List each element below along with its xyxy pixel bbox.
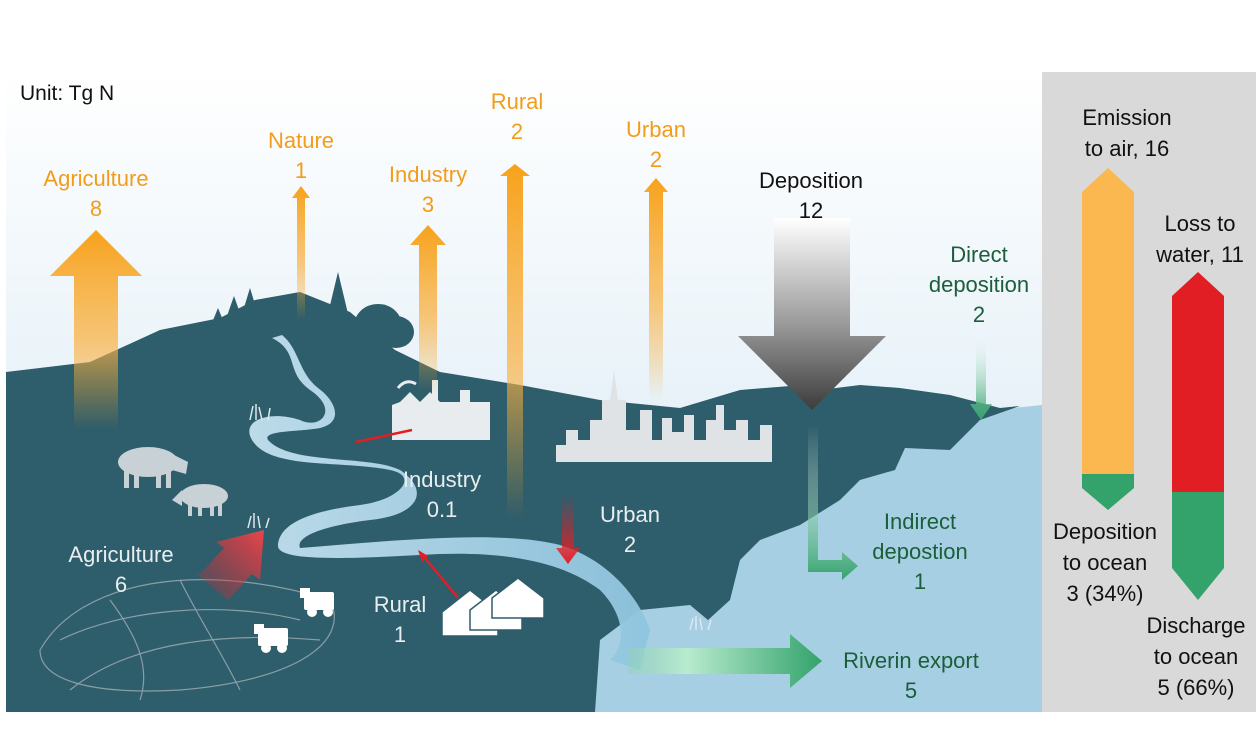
label-text: Indirect [884,509,956,534]
discharge-to-ocean-bar [1172,492,1224,600]
rural-houses-icon [441,577,545,637]
value-text: 3 [422,192,434,217]
label-text: Riverin export [843,648,979,673]
value-text: 2 [973,302,985,327]
direct-deposition-arrow [970,330,992,420]
label-text: Rural [491,89,544,114]
rural-loss-arrowhead [418,550,428,562]
direct-deposition-label: Direct deposition 2 [929,242,1029,327]
agriculture-loss-label: Agriculture 6 [68,542,173,597]
value-text: 12 [799,198,823,223]
label-text: Direct [950,242,1007,267]
value-text: 8 [90,196,102,221]
deposition-ocean-summary-label: Deposition to ocean 3 (34%) [1053,519,1157,606]
urban-emission-label: Urban 2 [626,117,686,172]
label-text: Deposition [759,168,863,193]
ocean [560,405,1042,712]
industry-emission-arrow [410,225,446,392]
label-text: Agriculture [43,166,148,191]
label-text: Deposition [1053,519,1157,544]
agriculture-emission-arrow [50,230,142,430]
deposition-to-ocean-bar [1082,474,1134,510]
rural-loss-label: Rural 1 [374,592,427,647]
rural-emission-arrow [500,164,530,520]
indirect-deposition-label: Indirect depostion 1 [872,509,967,594]
value-text: 1 [394,622,406,647]
value-text: 0.1 [427,497,458,522]
value-text: 1 [914,569,926,594]
nature-emission-arrow [292,186,310,320]
deposition-arrow [738,218,886,410]
value-text: 2 [650,147,662,172]
label-text: Loss to [1165,211,1236,236]
label-text: Rural [374,592,427,617]
industry-loss-arrow [355,428,413,444]
urban-emission-arrow [644,178,668,400]
loss-to-water-bar [1172,272,1224,492]
rural-emission-label: Rural 2 [491,89,544,144]
loss-summary-label: Loss to water, 11 [1155,211,1244,267]
nature-emission-label: Nature 1 [268,128,334,183]
label-text: Nature [268,128,334,153]
deposition-label: Deposition 12 [759,168,863,223]
urban-loss-label: Urban 2 [600,502,660,557]
label-text: Industry [389,162,467,187]
agriculture-emission-label: Agriculture 8 [43,166,148,221]
label-text: Urban [600,502,660,527]
forest-icon [205,272,414,348]
urban-loss-arrow [556,495,580,564]
value-text: 2 [624,532,636,557]
value-text: 3 (34%) [1066,581,1143,606]
industry-loss-label: Industry 0.1 [403,467,481,522]
label-text: Discharge [1146,613,1245,638]
label-text: Industry [403,467,481,492]
value-text: 5 (66%) [1157,675,1234,700]
rural-loss-arrow [419,551,459,599]
label-text: to air, 16 [1085,136,1169,161]
value-text: 1 [295,158,307,183]
label-text: depostion [872,539,967,564]
city-skyline-icon [556,370,772,462]
label-text: Agriculture [68,542,173,567]
label-text: deposition [929,272,1029,297]
discharge-ocean-summary-label: Discharge to ocean 5 (66%) [1146,613,1245,700]
unit-label: Unit: Tg N [20,82,114,105]
emission-summary-label: Emission to air, 16 [1082,105,1171,161]
label-text: water, 11 [1155,242,1244,267]
grass-icon [247,404,712,631]
value-text: 5 [905,678,917,703]
industry-emission-label: Industry 3 [389,162,467,217]
value-text: 6 [115,572,127,597]
label-text: Urban [626,117,686,142]
label-text: to ocean [1154,644,1238,669]
emission-to-air-bar [1082,168,1134,474]
riverine-export-arrow [628,634,822,688]
harvester-icon [254,588,334,653]
cow-icon [118,447,228,516]
agriculture-loss-arrow [194,530,264,600]
riverine-export-label: Riverin export 5 [843,648,979,703]
label-text: to ocean [1063,550,1147,575]
indirect-deposition-arrow [808,425,858,580]
label-text: Emission [1082,105,1171,130]
value-text: 2 [511,119,523,144]
